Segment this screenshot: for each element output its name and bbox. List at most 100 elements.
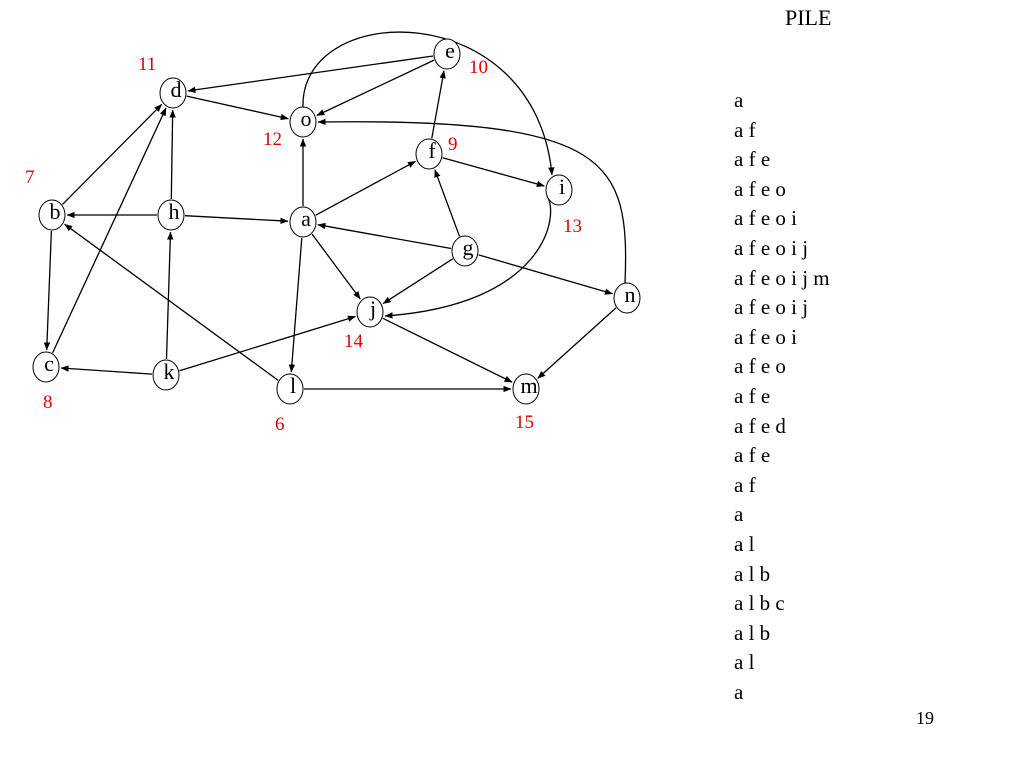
edge-layer bbox=[43, 31, 627, 393]
stack-state: a f e o bbox=[734, 354, 786, 379]
node-e: e bbox=[433, 38, 461, 70]
node-circle-f bbox=[415, 138, 443, 170]
stack-state: a bbox=[734, 88, 744, 112]
node-i: i bbox=[545, 174, 573, 206]
node-m: m bbox=[512, 373, 540, 405]
edge-b-d bbox=[62, 103, 163, 205]
edge-g-n bbox=[478, 254, 613, 295]
edge-k-h bbox=[165, 231, 174, 360]
node-j: j bbox=[356, 296, 384, 328]
node-circle-d bbox=[159, 77, 187, 109]
node-label-f: f bbox=[428, 138, 436, 163]
edge-k-c bbox=[60, 365, 153, 375]
stack-state: a l bbox=[734, 531, 755, 556]
edge-h-a bbox=[184, 215, 289, 224]
node-circle-l bbox=[276, 373, 304, 405]
node-label-b: b bbox=[50, 199, 61, 224]
node-label-e: e bbox=[445, 38, 455, 63]
node-circle-n bbox=[613, 282, 641, 314]
node-circle-j bbox=[356, 296, 384, 328]
node-label-l: l bbox=[290, 373, 296, 398]
visit-order-c: 8 bbox=[43, 392, 53, 413]
node-f: f bbox=[415, 138, 443, 170]
node-circle-k bbox=[152, 359, 180, 391]
node-h: h bbox=[157, 199, 185, 231]
node-o: o bbox=[289, 106, 317, 138]
node-l: l bbox=[276, 373, 304, 405]
node-circle-o bbox=[289, 106, 317, 138]
visit-order-m: 15 bbox=[515, 412, 534, 433]
visit-order-o: 12 bbox=[263, 129, 282, 150]
node-label-i: i bbox=[559, 174, 565, 199]
edge-n-o bbox=[317, 118, 627, 284]
edge-b-c bbox=[43, 230, 53, 351]
node-d: d bbox=[159, 77, 187, 109]
node-circle-e bbox=[433, 38, 461, 70]
edge-f-i bbox=[442, 157, 545, 188]
edge-l-b bbox=[64, 223, 279, 381]
stack-state: a f e bbox=[734, 383, 771, 408]
edge-f-e bbox=[431, 70, 446, 139]
node-circle-h bbox=[157, 199, 185, 231]
stack-state: a f e o i bbox=[734, 206, 797, 231]
node-label-k: k bbox=[164, 359, 175, 384]
node-label-h: h bbox=[169, 199, 180, 224]
node-b: b bbox=[38, 199, 66, 231]
node-circle-g bbox=[451, 235, 479, 267]
edge-a-l bbox=[288, 237, 303, 373]
visit-order-e: 10 bbox=[469, 57, 488, 78]
node-label-a: a bbox=[301, 206, 311, 231]
stack-state: a f e o bbox=[734, 176, 786, 201]
edge-j-m bbox=[382, 317, 513, 383]
node-a: a bbox=[289, 206, 317, 238]
stack-state: a bbox=[734, 679, 744, 704]
node-label-j: j bbox=[369, 296, 376, 321]
edge-o-i bbox=[302, 31, 555, 176]
node-circle-i bbox=[545, 174, 573, 206]
node-label-m: m bbox=[520, 373, 537, 398]
stack-state: a f e d bbox=[734, 413, 786, 438]
node-circle-m bbox=[512, 373, 540, 405]
edge-e-o bbox=[316, 59, 435, 117]
stack-trace-list: a a f a f e a f e o a f e o i a f e o i j a f … bbox=[734, 88, 830, 709]
node-label-c: c bbox=[44, 351, 54, 376]
stack-state: a f e bbox=[734, 443, 771, 468]
edge-n-m bbox=[537, 307, 617, 379]
edge-c-d bbox=[52, 107, 167, 354]
edge-g-j bbox=[382, 258, 454, 305]
stack-state: a l b bbox=[734, 561, 771, 586]
node-g: g bbox=[451, 235, 479, 267]
node-k: k bbox=[152, 359, 180, 391]
node-label-n: n bbox=[625, 282, 636, 307]
stack-state: a f e o i bbox=[734, 324, 797, 349]
edge-g-f bbox=[434, 169, 461, 237]
stack-state: a f e o i j bbox=[734, 295, 809, 320]
node-label-g: g bbox=[463, 235, 474, 260]
stack-state: a f e o i j bbox=[734, 235, 809, 260]
edge-d-o bbox=[186, 95, 289, 121]
node-label-o: o bbox=[301, 106, 312, 131]
stack-state: a f e o i j m bbox=[734, 265, 830, 290]
page-number: 19 bbox=[916, 708, 934, 728]
stack-state: a f e bbox=[734, 147, 771, 172]
stack-state: a f bbox=[734, 472, 756, 497]
visit-order-d: 11 bbox=[138, 54, 156, 75]
node-circle-b bbox=[38, 199, 66, 231]
node-c: c bbox=[32, 351, 60, 383]
edge-g-a bbox=[317, 222, 452, 250]
edge-i-j bbox=[384, 195, 552, 319]
edge-h-d bbox=[169, 109, 176, 200]
page-title: PILE bbox=[785, 5, 832, 30]
edge-k-j bbox=[179, 315, 356, 372]
stack-state: a l b bbox=[734, 620, 771, 645]
node-label-d: d bbox=[171, 77, 182, 102]
stack-state: a f bbox=[734, 117, 756, 142]
visit-order-f: 9 bbox=[448, 134, 458, 155]
node-n: n bbox=[613, 282, 641, 314]
visit-order-i: 13 bbox=[563, 216, 582, 237]
node-layer: a b c d e f g h i j k l m n o bbox=[32, 38, 641, 405]
visit-order-j: 14 bbox=[344, 331, 364, 352]
visit-order-l: 6 bbox=[275, 414, 285, 435]
